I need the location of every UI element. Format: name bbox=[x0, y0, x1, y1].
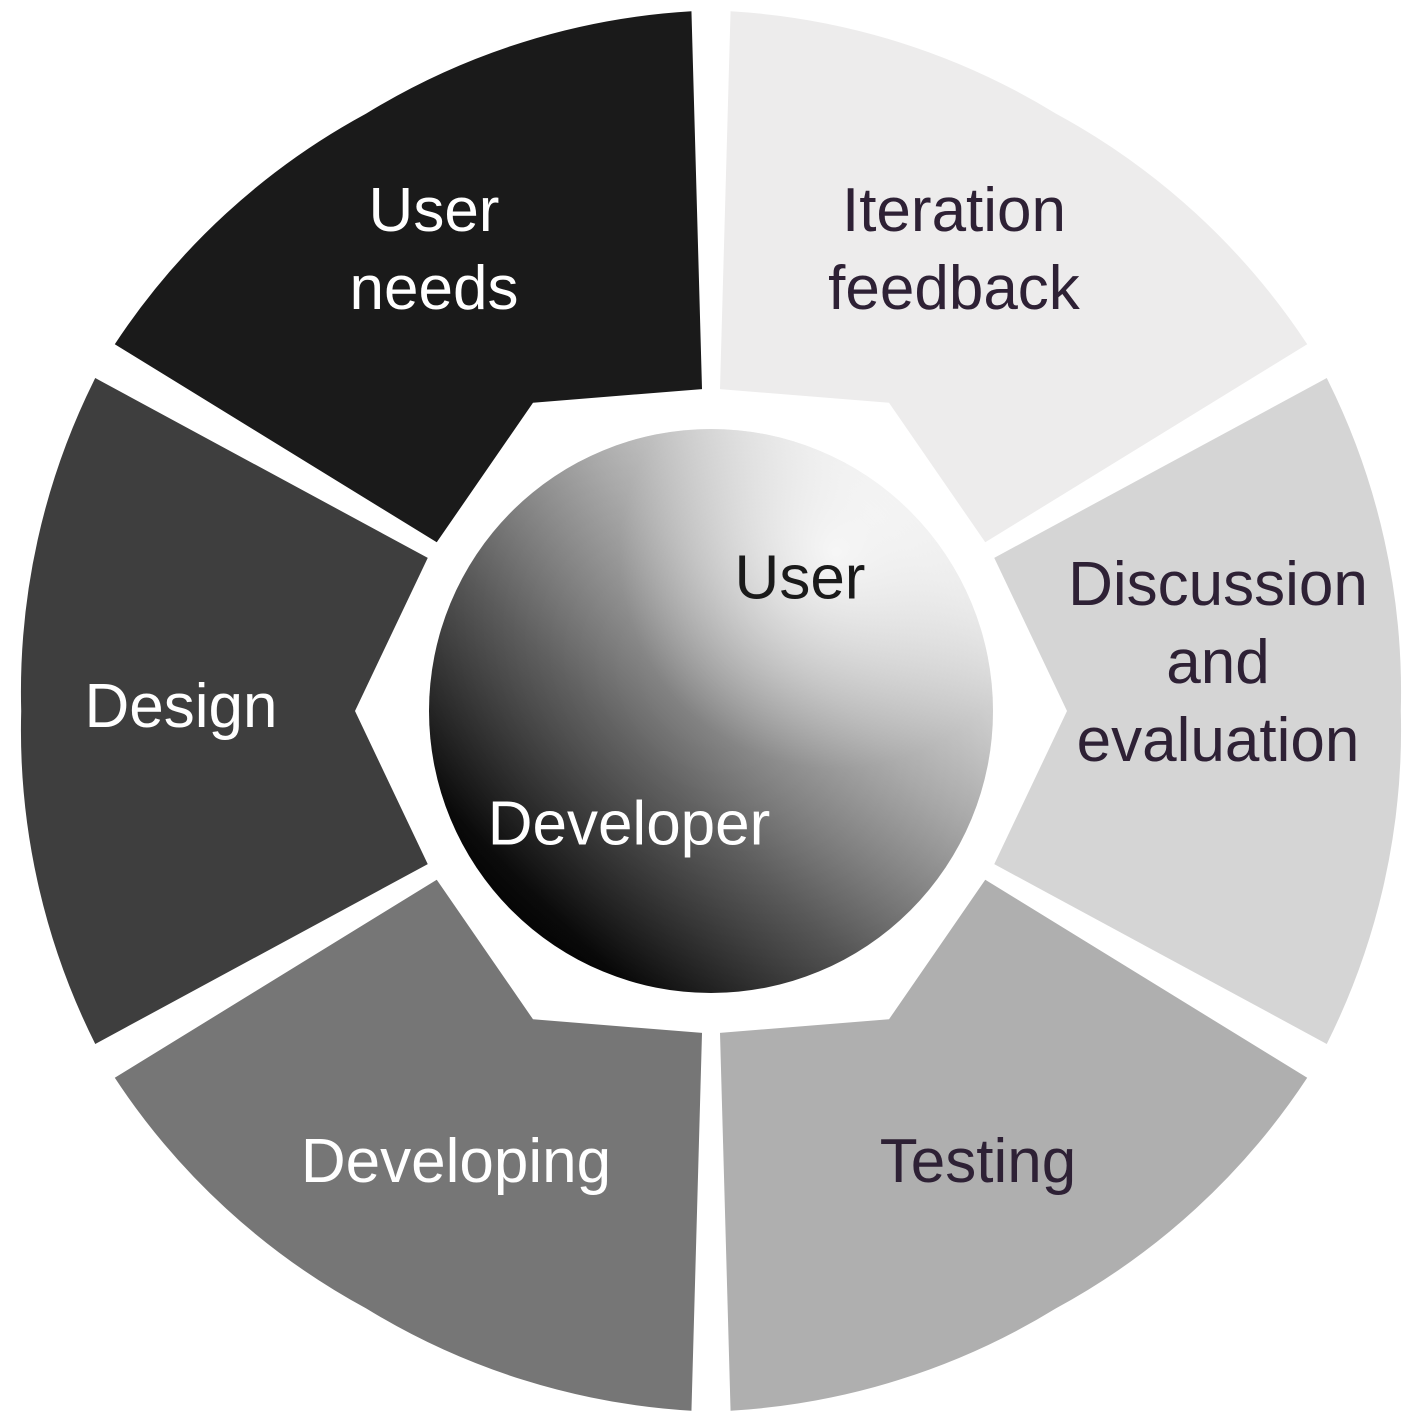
segment-label-testing: Testing bbox=[880, 1127, 1076, 1196]
segment-testing[interactable] bbox=[719, 879, 1308, 1411]
segment-label-line: feedback bbox=[828, 254, 1081, 323]
segment-label-line: User bbox=[369, 176, 500, 245]
segment-user-needs[interactable] bbox=[114, 11, 703, 543]
segment-label-design: Design bbox=[85, 672, 278, 741]
segment-developing[interactable] bbox=[114, 879, 703, 1411]
hub-label-developer: Developer bbox=[488, 789, 771, 858]
segment-iteration-feedback[interactable] bbox=[719, 11, 1308, 543]
segment-discussion-and-evaluation[interactable] bbox=[994, 378, 1402, 1044]
segment-label-line: Discussion bbox=[1068, 550, 1368, 619]
hub-label-user: User bbox=[735, 543, 866, 612]
segment-label-user-needs: User needs bbox=[350, 176, 519, 323]
segment-label-discussion-and-evaluation: Discussion and evaluation bbox=[1068, 550, 1368, 775]
segment-label-line: Testing bbox=[880, 1127, 1076, 1196]
hub-sheen bbox=[429, 429, 993, 993]
segments-layer bbox=[20, 11, 1402, 1411]
segment-label-line: Iteration bbox=[842, 176, 1066, 245]
segment-label-iteration-feedback: Iteration feedback bbox=[828, 176, 1081, 323]
segment-label-line: Developing bbox=[301, 1127, 611, 1196]
segment-label-developing: Developing bbox=[301, 1127, 611, 1196]
segment-label-line: Design bbox=[85, 672, 278, 741]
segment-design[interactable] bbox=[20, 378, 428, 1044]
segment-label-line: and bbox=[1166, 628, 1269, 697]
segment-label-line: needs bbox=[350, 254, 519, 323]
segment-label-line: evaluation bbox=[1077, 706, 1360, 775]
